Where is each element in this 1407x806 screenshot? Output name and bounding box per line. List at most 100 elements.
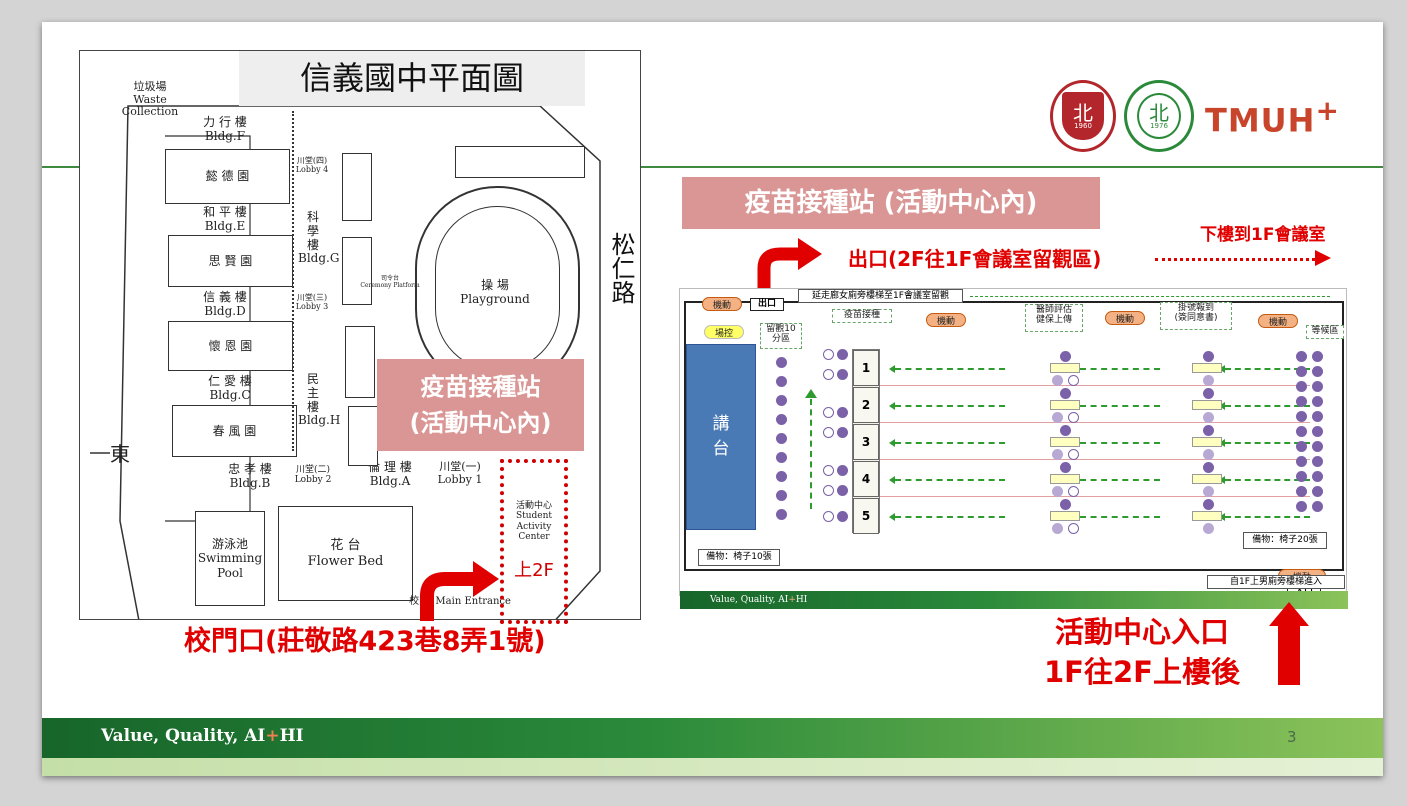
exit-dotted-line xyxy=(1155,258,1315,261)
chair-dot xyxy=(1296,351,1307,362)
staff-dot xyxy=(1203,462,1214,473)
staff-dot xyxy=(1060,499,1071,510)
chair-dot xyxy=(1296,471,1307,482)
chair-dot xyxy=(1312,441,1323,452)
floor-footer: Value, Quality, AI+HI xyxy=(680,591,1348,609)
slide-number: 3 xyxy=(1287,728,1297,746)
campus-map: 垃圾場 Waste Collection 信義國中平面圖 力 行 樓 Bldg.… xyxy=(79,50,641,624)
chair-dot xyxy=(1052,375,1063,386)
map-title: 信義國中平面圖 xyxy=(239,51,585,106)
observe-route xyxy=(810,399,812,509)
bldg-e: 和 平 樓 Bldg.E xyxy=(203,205,247,233)
court-2 xyxy=(342,237,372,305)
booth-5: 5 xyxy=(853,498,879,534)
lane-divider xyxy=(880,385,1310,386)
vaccine-station-line2: (活動中心內) xyxy=(409,409,552,437)
vaccine-station-line1: 疫苗接種站 xyxy=(420,373,541,401)
desk xyxy=(1050,511,1080,521)
red-turn-arrow xyxy=(420,561,499,621)
doctor-label: 醫師評估 健保上傳 xyxy=(1025,304,1083,332)
room-sixian: 思 賢 園 xyxy=(168,235,293,287)
chair-dot xyxy=(1312,381,1323,392)
room-yide: 懿 德 園 xyxy=(165,149,290,204)
court-4 xyxy=(348,406,378,466)
lobby-1: 川堂(一) Lobby 1 xyxy=(437,460,483,486)
footer-plus: + xyxy=(265,726,280,746)
mobile-2: 機動 xyxy=(926,313,966,327)
bldg-h: 民 主 樓 Bldg.H xyxy=(298,372,341,428)
chair-dot xyxy=(837,369,848,380)
chair-dot xyxy=(776,414,787,425)
flow-arrow xyxy=(1074,439,1160,447)
exit-red-arrow xyxy=(757,238,822,288)
bldg-c: 仁 愛 樓 Bldg.C xyxy=(208,374,252,402)
top-route xyxy=(970,296,1330,297)
chair-dot xyxy=(1296,486,1307,497)
up-2f-label: 上2F xyxy=(514,560,554,581)
staff-dot xyxy=(1203,388,1214,399)
room-flowerbed: 花 台 Flower Bed xyxy=(278,506,413,601)
chair-dot xyxy=(1312,471,1323,482)
footer-motto-a: Value, Quality, AI xyxy=(101,726,266,746)
chair-dot xyxy=(776,433,787,444)
staff-dot xyxy=(1203,499,1214,510)
spare-right: 備物：椅子20張 xyxy=(1243,532,1327,549)
chair-dot xyxy=(1052,523,1063,534)
observe-zone: 留觀10 分區 xyxy=(760,323,802,349)
flow-arrow xyxy=(1074,476,1160,484)
flow-arrow xyxy=(1074,513,1160,521)
room-chunfeng: 春 風 園 xyxy=(172,405,297,457)
bottom-note: 自1F上男廁旁樓梯進入 xyxy=(1207,575,1345,589)
stage: 講 台 xyxy=(686,344,756,530)
booth-2: 2 xyxy=(853,387,879,423)
desk xyxy=(1192,363,1222,373)
chair-dot xyxy=(1068,449,1079,460)
desk xyxy=(1050,400,1080,410)
staff-dot xyxy=(1060,388,1071,399)
flow-arrow xyxy=(1219,402,1310,410)
seal1-glyph: 北 xyxy=(1073,100,1093,125)
booth-1: 1 xyxy=(853,350,879,386)
observe-arrow-icon xyxy=(805,389,817,398)
lane-divider xyxy=(880,459,1310,460)
flow-arrow xyxy=(1074,365,1160,373)
lobby-4: 川堂(四) Lobby 4 xyxy=(295,156,329,175)
playground-label: 操 場 Playground xyxy=(460,278,530,306)
activity-center-label: 活動中心 Student Activity Center xyxy=(515,501,553,543)
tmuh-logo: TMUH+ xyxy=(1205,94,1340,140)
chair-dot xyxy=(1312,486,1323,497)
chair-dot xyxy=(1312,501,1323,512)
desk xyxy=(1050,437,1080,447)
chair-dot xyxy=(1203,412,1214,423)
mobile-1: 機動 xyxy=(702,297,742,311)
tmuh-seal-icon: 北 1976 xyxy=(1124,80,1194,152)
chair-dot xyxy=(1296,366,1307,377)
booth-4: 4 xyxy=(853,461,879,497)
staff-dot xyxy=(1060,351,1071,362)
chair-dot xyxy=(1203,449,1214,460)
chair-dot xyxy=(1312,351,1323,362)
chair-dot xyxy=(776,490,787,501)
chair-dot xyxy=(1312,396,1323,407)
chair-dot xyxy=(1296,441,1307,452)
chair-dot xyxy=(1203,486,1214,497)
road-label: 松仁路 xyxy=(607,232,635,304)
chair-dot xyxy=(1296,411,1307,422)
room-huaien: 懷 恩 園 xyxy=(168,321,293,371)
east-label: 東 xyxy=(110,442,130,466)
chair-dot xyxy=(1296,456,1307,467)
flow-arrow xyxy=(1219,439,1310,447)
chair-dot xyxy=(776,395,787,406)
register-label: 掛號報到 (簽同意書) xyxy=(1160,302,1232,330)
waste-label: 垃圾場 Waste Collection xyxy=(121,80,179,119)
chair-dot xyxy=(1052,449,1063,460)
chair-dot xyxy=(823,427,834,438)
chair-dot xyxy=(776,509,787,520)
flow-arrow xyxy=(1219,513,1310,521)
flow-arrow xyxy=(889,402,1005,410)
chair-dot xyxy=(1312,366,1323,377)
floor-footer-a: Value, Quality, AI xyxy=(710,595,789,605)
exit-arrowhead-icon xyxy=(1315,250,1331,266)
ceremony-platform: 司令台 Ceremony Platform xyxy=(360,275,420,289)
lobby-2: 川堂(二) Lobby 2 xyxy=(294,465,332,486)
